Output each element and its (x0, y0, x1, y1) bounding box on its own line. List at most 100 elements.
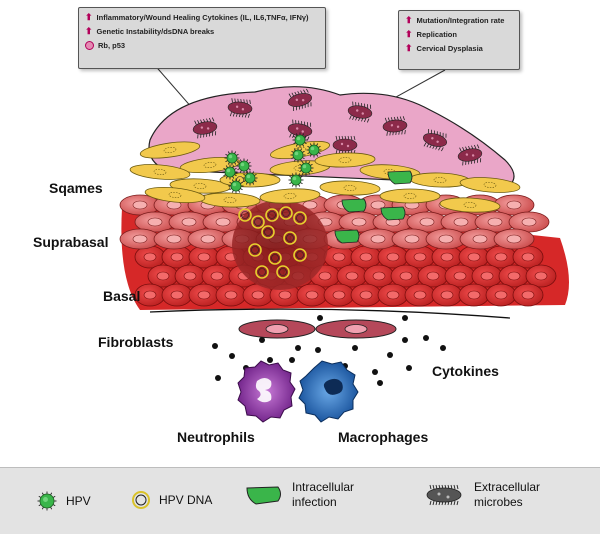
hpv-dna-markers (233, 173, 307, 279)
hpv-dna-ring (283, 231, 297, 245)
up-arrow-icon: ⬆ (405, 28, 413, 39)
basal-cell (336, 264, 368, 288)
label-macrophages: Macrophages (338, 429, 429, 445)
squame-cell (314, 152, 376, 168)
cytokine-dot (402, 337, 408, 343)
hpv-dna-ring (255, 265, 269, 279)
cytokine-dots (212, 315, 446, 386)
basal-cell (390, 264, 422, 288)
label-suprabasal: Suprabasal (33, 234, 109, 250)
basal-cell (485, 283, 517, 307)
intracellular-infection (380, 206, 406, 221)
squame-cell (459, 177, 521, 193)
cytokine-dot (212, 343, 218, 349)
hpv-dna-icon (132, 491, 150, 509)
intracellular-infection-icon (246, 486, 281, 505)
suprabasal-cell (459, 228, 501, 250)
legend-label-intracellular-line1: Intracellular (292, 480, 355, 494)
basal-cell (147, 264, 179, 288)
basal-cell (174, 264, 206, 288)
cytokine-dot (267, 357, 273, 363)
legend-item-hpv-dna: HPV DNA (129, 488, 212, 512)
cytokine-dot (317, 315, 323, 321)
hpv-virion (288, 172, 304, 188)
hpv-tissue-diagram (119, 61, 569, 423)
squame-cell-layer (129, 140, 521, 213)
intracellular-infection (387, 170, 413, 185)
callout-item-rb-p53: Rb, p53 (79, 38, 325, 52)
legend-label-hpv-dna: HPV DNA (159, 492, 213, 507)
hpv-virion (292, 132, 308, 148)
up-arrow-icon: ⬆ (405, 42, 413, 53)
basal-cell (323, 283, 355, 307)
fibroblasts (238, 319, 397, 339)
callout-text: Cervical Dysplasia (416, 43, 483, 53)
callout-item-genetic-instability: ⬆ Genetic Instability/dsDNA breaks (79, 24, 325, 38)
basal-cell (161, 283, 193, 307)
hpv-virion (242, 170, 258, 186)
basal-cell (458, 245, 490, 269)
microbe-icon (457, 144, 483, 166)
cytokine-dot (423, 335, 429, 341)
microbe-icon (192, 117, 218, 139)
hpv-dna-ring (265, 208, 279, 222)
squame-cell (259, 188, 321, 204)
up-arrow-icon: ⬆ (85, 11, 93, 22)
basal-cell (134, 283, 166, 307)
microbe-icon (382, 116, 408, 136)
hpv-dna-ring (268, 251, 282, 265)
hpv-dna-ring (251, 215, 265, 229)
suprabasal-cell (391, 228, 433, 250)
squame-cell (129, 164, 191, 180)
basal-cell (377, 245, 409, 269)
callout-text: Inflammatory/Wound Healing Cytokines (IL… (96, 12, 309, 22)
callout-item-mutation: ⬆ Mutation/Integration rate (399, 13, 519, 27)
basal-cell (498, 264, 530, 288)
intracellular-infection (341, 198, 367, 213)
basal-cell (471, 264, 503, 288)
legend-item-intracellular: Intracellular infection (244, 480, 354, 510)
suprabasal-cell (425, 228, 467, 250)
intracellular-infection (334, 229, 360, 244)
pink-dot-icon (85, 40, 94, 50)
basal-cell-layer (134, 245, 557, 307)
label-neutrophils: Neutrophils (177, 429, 255, 445)
callout-item-cytokines: ⬆ Inflammatory/Wound Healing Cytokines (… (79, 10, 325, 24)
legend-label-hpv: HPV (66, 493, 91, 508)
legend-label-extracellular-line1: Extracellular (474, 480, 541, 494)
basal-cell (458, 283, 490, 307)
basal-cell (215, 283, 247, 307)
callout-text: Mutation/Integration rate (416, 15, 505, 25)
cytokine-dot (315, 347, 321, 353)
hpv-virion (298, 160, 314, 176)
squame-cell (144, 186, 206, 204)
legend-label-extracellular: Extracellular microbes (474, 480, 540, 510)
suprabasal-cell (168, 211, 210, 233)
squame-cell (319, 180, 381, 196)
suprabasal-cell (202, 211, 244, 233)
basement-membrane (149, 308, 511, 319)
cytokine-dot (352, 345, 358, 351)
hpv-dna-ring (276, 265, 290, 279)
basal-cell (201, 264, 233, 288)
basal-cell (350, 283, 382, 307)
up-arrow-icon: ⬆ (405, 14, 413, 25)
hpv-dna-ring (279, 206, 293, 220)
basal-cell (404, 283, 436, 307)
cytokine-dot (406, 365, 412, 371)
microbe-icon (426, 484, 462, 506)
basal-cell (444, 264, 476, 288)
hpv-virion (290, 147, 306, 163)
microbe-icon (347, 101, 373, 123)
callout-text: Replication (416, 29, 457, 39)
basal-cell (363, 264, 395, 288)
callout-text: Genetic Instability/dsDNA breaks (96, 26, 215, 36)
label-cytokines: Cytokines (432, 363, 499, 379)
cytokine-dot (402, 315, 408, 321)
left-callout-box: ⬆ Inflammatory/Wound Healing Cytokines (… (78, 7, 326, 69)
macrophage-cell (298, 360, 359, 423)
squame-cell (199, 192, 261, 208)
hpv-virion (222, 164, 238, 180)
suprabasal-cell (153, 228, 195, 250)
legend-label-intracellular-line2: infection (292, 495, 337, 509)
